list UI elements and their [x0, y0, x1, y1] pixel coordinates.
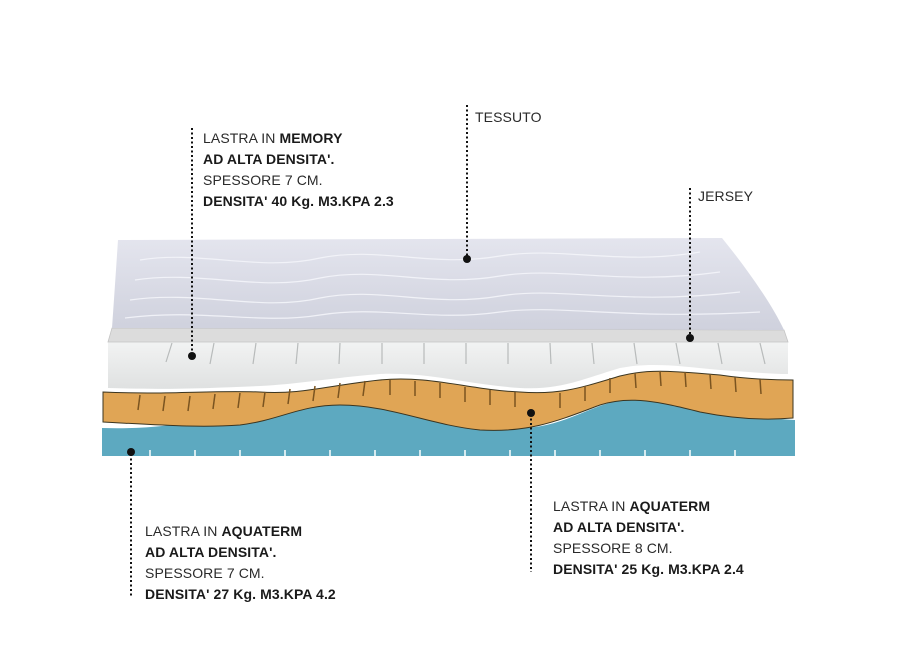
aquaterm-middle-prefix: LASTRA IN — [553, 498, 630, 514]
memory-layer — [108, 342, 788, 389]
aquaterm-bottom-prefix: LASTRA IN — [145, 523, 222, 539]
jersey-label: JERSEY — [698, 188, 754, 204]
memory-line2: AD ALTA DENSITA'. — [203, 151, 335, 167]
aquaterm-middle-line1: LASTRA IN AQUATERM — [553, 496, 744, 517]
aquaterm-bottom-material: AQUATERM — [221, 523, 303, 539]
aquaterm-middle-thickness: SPESSORE 8 CM. — [553, 540, 673, 556]
aquaterm-middle-density: DENSITA' 25 Kg. M3.KPA 2.4 — [553, 561, 744, 577]
jersey-layer — [107, 327, 789, 343]
memory-prefix: LASTRA IN — [203, 130, 280, 146]
aquaterm-middle-dot — [527, 409, 535, 417]
aquaterm-middle-material: AQUATERM — [629, 498, 711, 514]
memory-label: LASTRA IN MEMORY AD ALTA DENSITA'. SPESS… — [203, 128, 394, 212]
aquaterm-bottom-line1: LASTRA IN AQUATERM — [145, 521, 336, 542]
aquaterm-bottom-thickness: SPESSORE 7 CM. — [145, 565, 265, 581]
aquaterm-bottom-density: DENSITA' 27 Kg. M3.KPA 4.2 — [145, 586, 336, 602]
memory-dot — [188, 352, 196, 360]
tessuto-dot — [463, 255, 471, 263]
aquaterm-bottom-label: LASTRA IN AQUATERM AD ALTA DENSITA'. SPE… — [145, 521, 336, 605]
aquaterm-bottom-dot — [127, 448, 135, 456]
aquaterm-middle-line2: AD ALTA DENSITA'. — [553, 519, 685, 535]
top-fabric — [112, 238, 784, 330]
tessuto-label: TESSUTO — [475, 109, 542, 125]
aquaterm-bottom-line2: AD ALTA DENSITA'. — [145, 544, 277, 560]
aquaterm-middle-layer — [102, 370, 794, 431]
memory-density: DENSITA' 40 Kg. M3.KPA 2.3 — [203, 193, 394, 209]
memory-material: MEMORY — [279, 130, 343, 146]
jersey-dot — [686, 334, 694, 342]
aquaterm-middle-label: LASTRA IN AQUATERM AD ALTA DENSITA'. SPE… — [553, 496, 744, 580]
memory-line1: LASTRA IN MEMORY — [203, 128, 394, 149]
memory-thickness: SPESSORE 7 CM. — [203, 172, 323, 188]
